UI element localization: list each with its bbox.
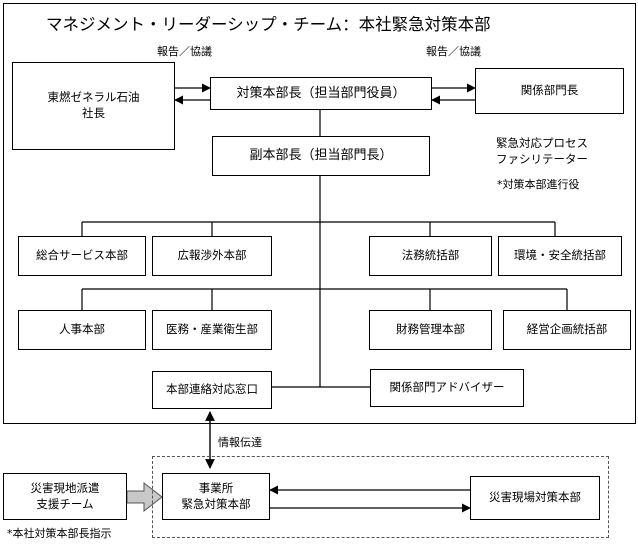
- box-legal: 法務統括部: [369, 236, 492, 276]
- box-site-dispatch-team: 災害現地派遣 支援チーム: [3, 473, 127, 520]
- box-corporate-planning: 経営企画統括部: [503, 310, 631, 350]
- info-transfer-label: 情報伝達: [218, 436, 262, 449]
- box-related-dept-head: 関係部門長: [475, 68, 624, 114]
- block-arrow-dispatch: [126, 481, 163, 513]
- dispatch-note: *本社対策本部長指示: [7, 527, 112, 540]
- box-human-resources: 人事本部: [18, 310, 146, 350]
- report-label-right: 報告／協議: [426, 45, 481, 58]
- box-public-relations: 広報渉外本部: [152, 236, 272, 276]
- box-finance: 財務管理本部: [369, 310, 492, 350]
- box-general-services: 総合サービス本部: [18, 236, 146, 276]
- facilitator-label: 緊急対応プロセス ファシリテーター: [496, 136, 588, 166]
- hq-frame: [3, 3, 636, 424]
- box-vice-chief: 副本部長（担当部門長）: [212, 136, 430, 176]
- box-liaison-desk: 本部連絡対応窓口: [152, 371, 272, 409]
- box-hq-chief: 対策本部長（担当部門役員）: [210, 77, 432, 110]
- page-title: マネジメント・リーダーシップ・チーム：本社緊急対策本部: [46, 15, 491, 34]
- box-tonen-president: 東燃ゼネラル石油 社長: [12, 62, 175, 150]
- facilitator-note: *対策本部進行役: [497, 178, 580, 191]
- box-medical-health: 医務・産業衛生部: [152, 310, 272, 350]
- site-dashed-frame: [152, 456, 609, 538]
- box-disaster-site-hq: 災害現場対策本部: [470, 476, 600, 520]
- box-advisor: 関係部門アドバイザー: [370, 369, 524, 407]
- box-environment-safety: 環境・安全統括部: [498, 236, 622, 276]
- report-label-left: 報告／協議: [157, 45, 212, 58]
- box-site-emergency-hq: 事業所 緊急対策本部: [162, 473, 270, 520]
